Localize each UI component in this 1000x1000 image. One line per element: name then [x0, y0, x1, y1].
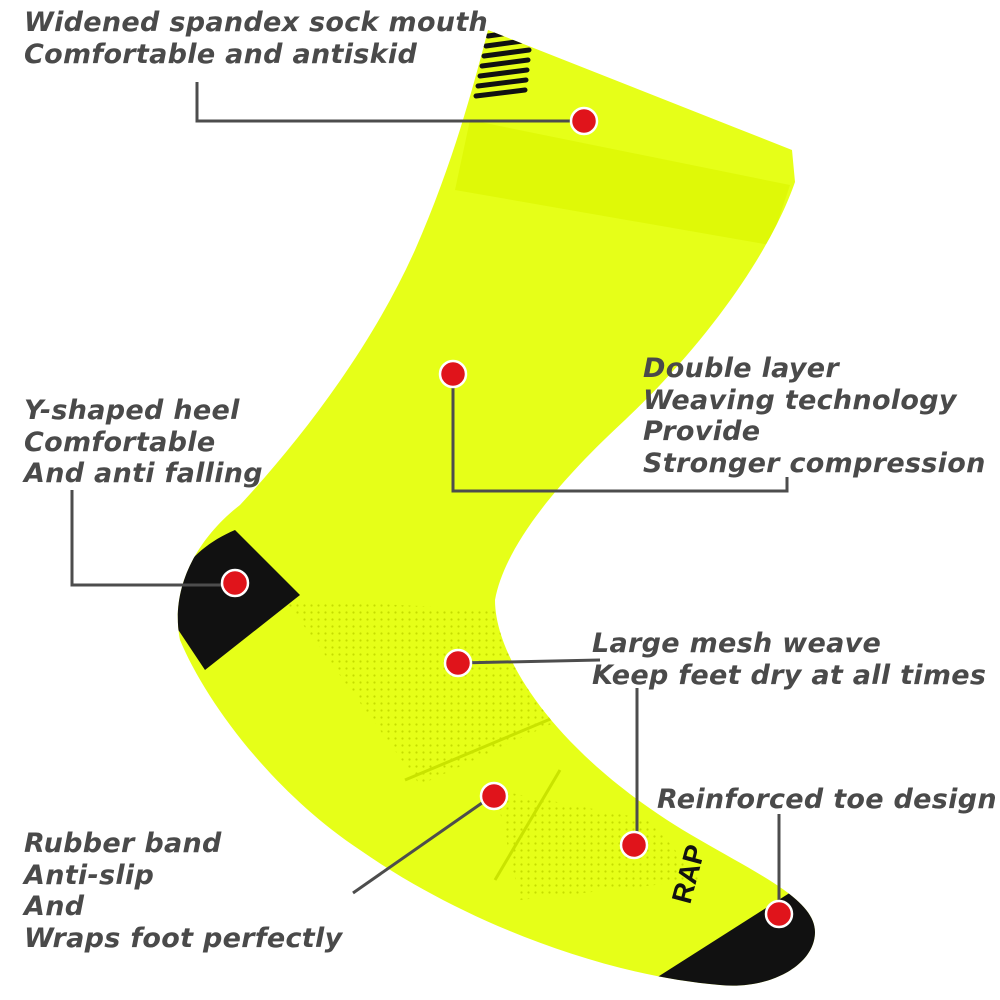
label-line: And anti falling — [24, 458, 263, 489]
label-line: Comfortable — [24, 426, 216, 458]
label-mesh: Large mesh weave Keep feet dry at all ti… — [592, 628, 986, 691]
label-line: Anti-slip — [24, 859, 155, 891]
label-heel: Y-shaped heel Comfortable And anti falli… — [24, 395, 263, 490]
label-sock-mouth: Widened spandex sock mouth Comfortable a… — [24, 7, 488, 70]
label-line: And — [24, 891, 85, 922]
label-line: Double layer — [643, 353, 839, 384]
label-line: Rubber band — [24, 828, 222, 859]
mesh-panel — [285, 600, 560, 785]
toe-mesh-panel — [495, 790, 700, 900]
label-line: Keep feet dry at all times — [592, 659, 987, 691]
dot-arch — [619, 830, 649, 860]
callout-lines — [70, 82, 789, 914]
callout-dots — [220, 106, 794, 929]
label-line: Comfortable and antiskid — [24, 38, 418, 70]
label-line: Large mesh weave — [592, 628, 882, 659]
label-line: Wraps foot perfectly — [24, 922, 343, 954]
cuff-band — [455, 120, 790, 245]
label-line: Stronger compression — [643, 447, 986, 479]
heel-reinforcement — [177, 530, 300, 670]
dot-rubber-band — [479, 781, 509, 811]
label-line: Reinforced toe design — [657, 784, 997, 815]
label-toe: Reinforced toe design — [657, 784, 997, 816]
label-line: Weaving technology — [643, 384, 957, 416]
dot-double-layer — [438, 359, 468, 389]
sock-body — [177, 30, 815, 986]
label-line: Widened spandex sock mouth — [24, 7, 489, 38]
dot-mesh — [443, 648, 473, 678]
dot-heel — [220, 568, 250, 598]
label-line: Y-shaped heel — [24, 395, 240, 426]
label-double-layer: Double layer Weaving technology Provide … — [643, 353, 986, 479]
dot-toe — [764, 899, 794, 929]
label-rubber-band: Rubber band Anti-slip And Wraps foot per… — [24, 828, 342, 954]
label-line: Provide — [643, 416, 761, 447]
dot-sock-mouth — [569, 106, 599, 136]
